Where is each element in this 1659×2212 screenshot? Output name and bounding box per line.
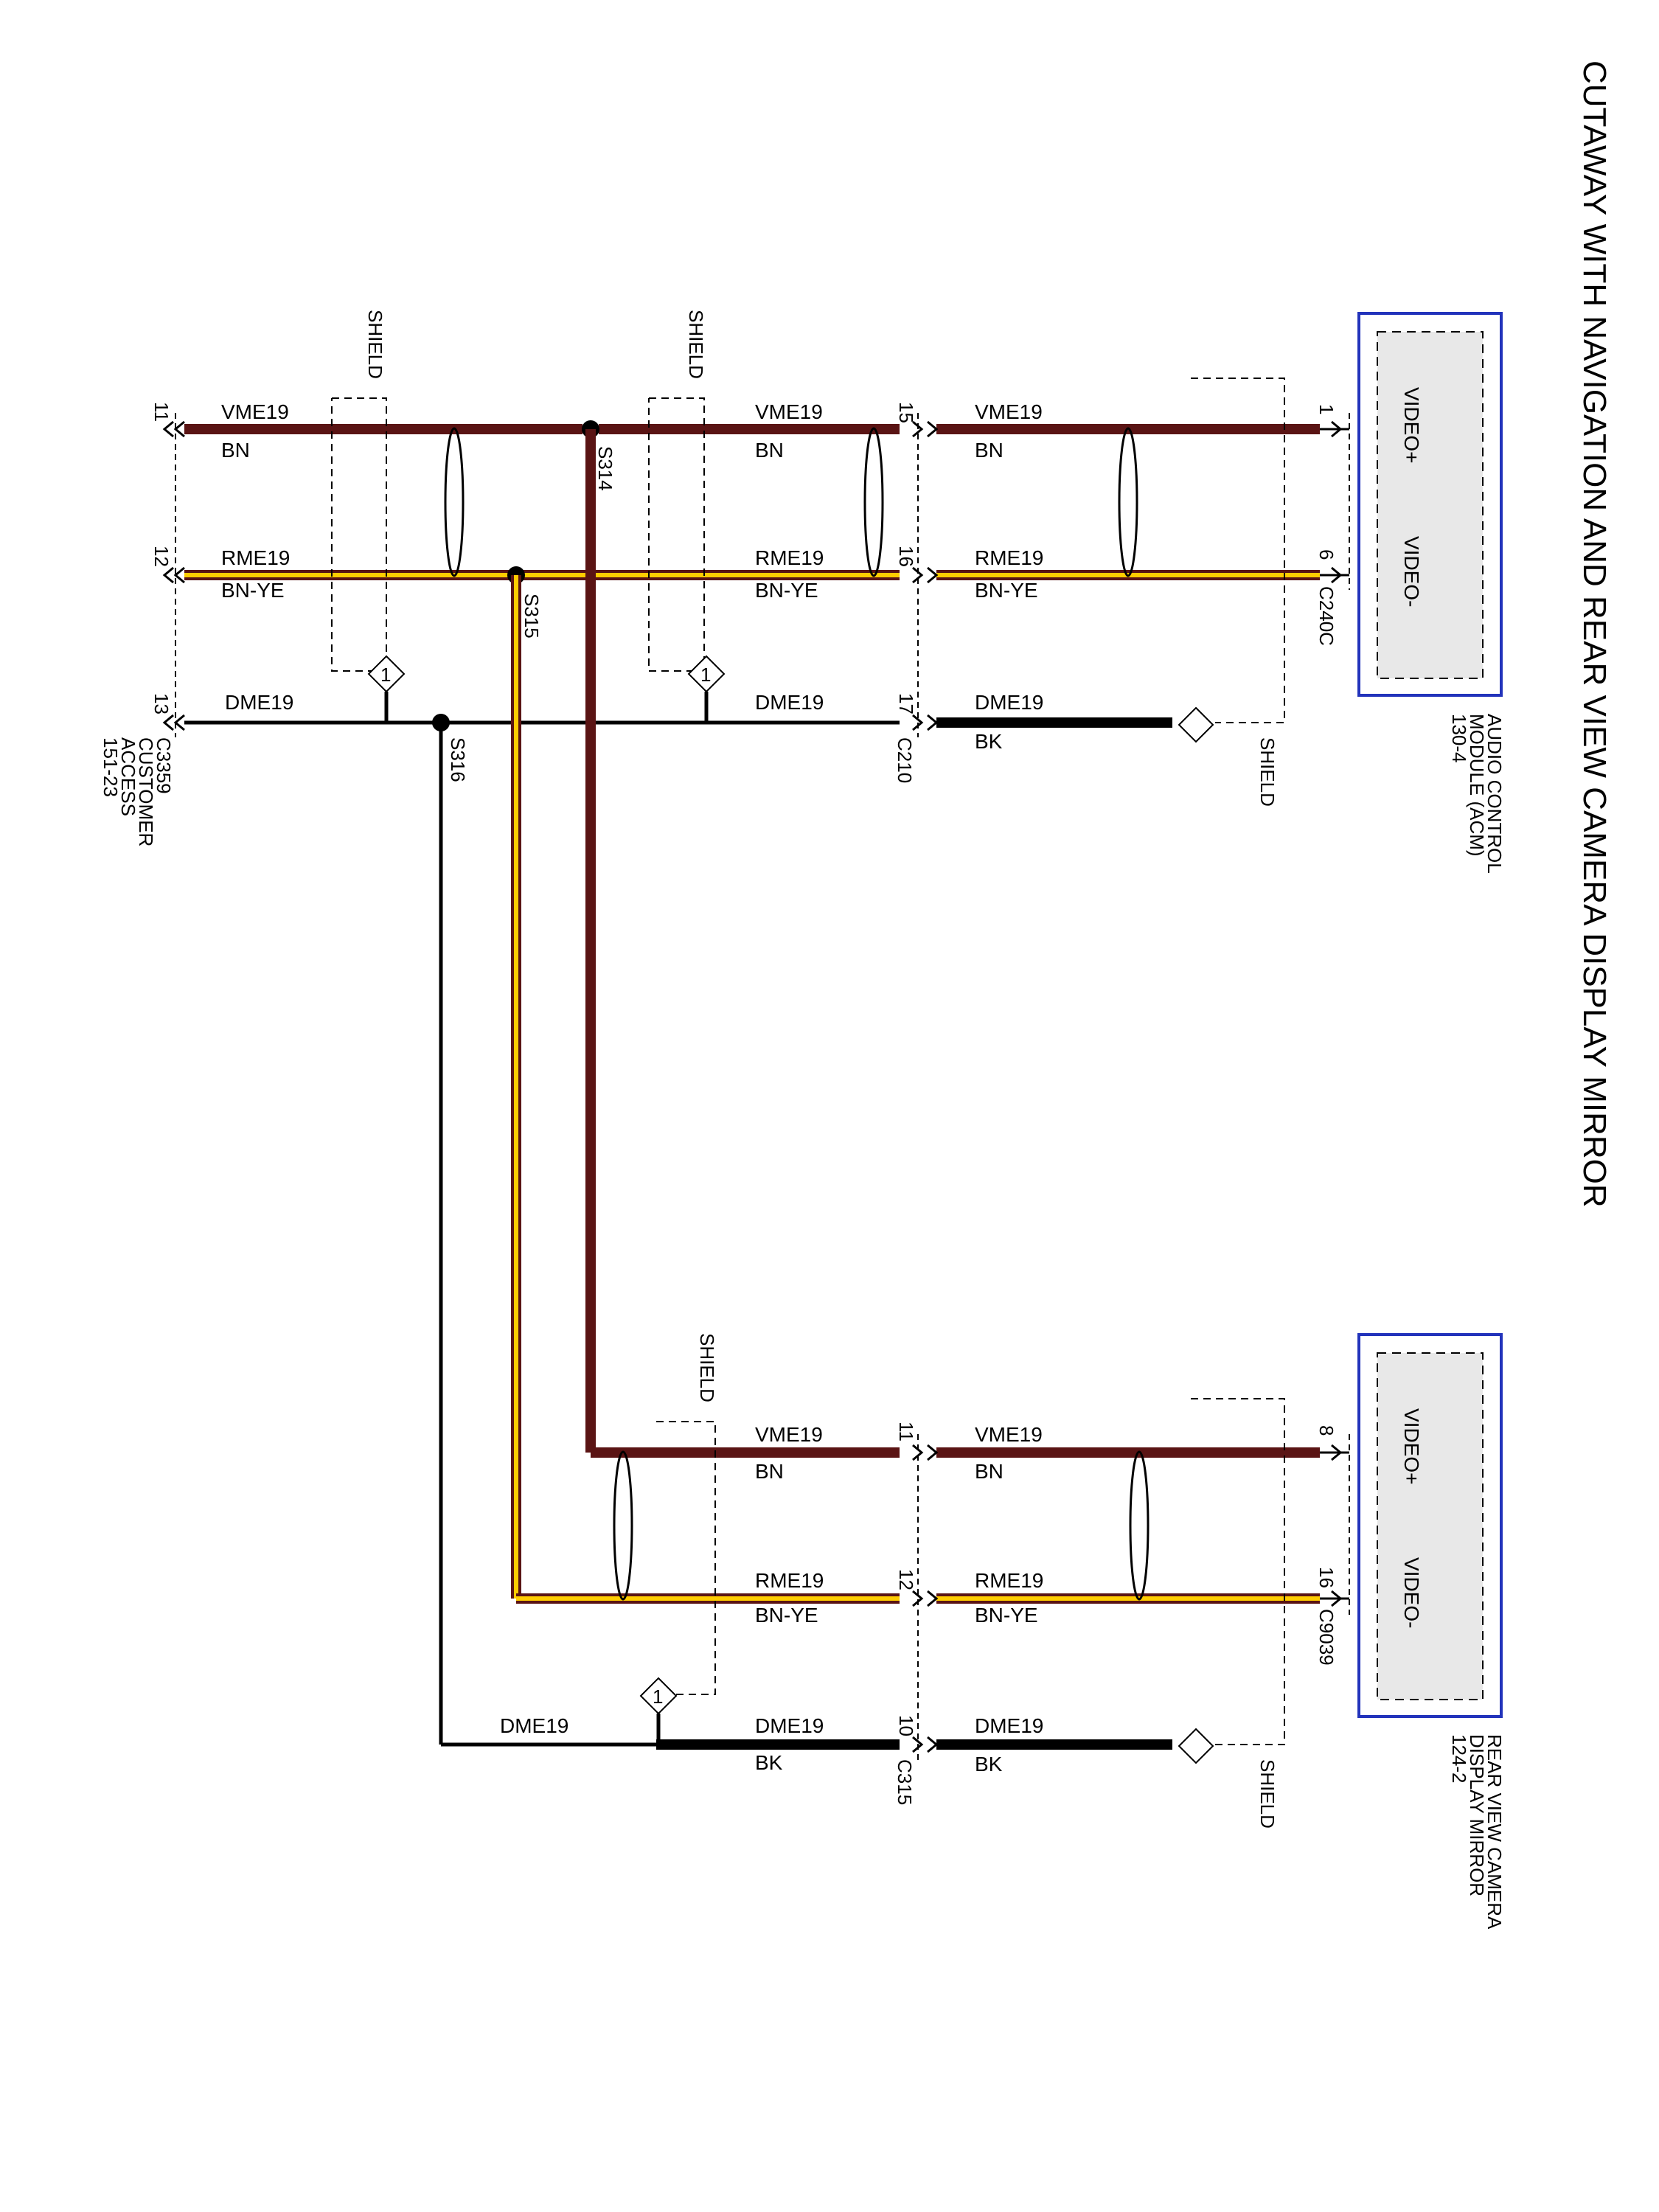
shield-label: SHIELD [364, 310, 386, 379]
svg-text:RME19: RME19 [221, 546, 290, 569]
c3359-line4: 151-23 [100, 737, 122, 797]
mirror-name-line3: 124-2 [1448, 1734, 1470, 1784]
connector-c3359 [162, 413, 185, 737]
svg-text:BN-YE: BN-YE [975, 1604, 1038, 1627]
svg-text:BK: BK [755, 1751, 783, 1774]
c3359-line3: ACCESS [117, 737, 139, 816]
svg-text:BK: BK [975, 1753, 1003, 1775]
svg-text:BN: BN [755, 1460, 784, 1483]
svg-text:DME19: DME19 [225, 691, 293, 714]
shield-label: SHIELD [685, 310, 707, 379]
splice-s314: S314 [594, 446, 616, 491]
mirror-name-line1: REAR VIEW CAMERA [1484, 1734, 1506, 1930]
shield-number: 1 [380, 664, 391, 686]
acm-module: VIDEO+ VIDEO- [1357, 312, 1503, 697]
mirror-pin-8-label: VIDEO+ [1400, 1408, 1423, 1484]
twisted-pair-markers-bottom [613, 1450, 1150, 1601]
acm-pin-1: 1 [1315, 404, 1338, 414]
svg-text:BN: BN [975, 439, 1004, 462]
top-wire-labels: VME19 BN RME19 BN-YE DME19 BK VME19 BN R… [221, 400, 1043, 753]
splice-s316: S316 [447, 737, 469, 782]
svg-text:RME19: RME19 [755, 1569, 824, 1592]
c315-pin-10: 10 [895, 1715, 917, 1736]
svg-text:DME19: DME19 [755, 1714, 824, 1737]
shield-bottom-mid: 1 [639, 1421, 716, 1745]
c3359-pin-11: 11 [150, 402, 173, 422]
svg-text:VME19: VME19 [975, 400, 1043, 423]
c210-pin-16: 16 [895, 546, 917, 567]
mirror-pin-16: 16 [1315, 1567, 1338, 1588]
svg-text:DME19: DME19 [975, 1714, 1043, 1737]
acm-pin-1-label: VIDEO+ [1400, 387, 1423, 463]
mirror-name-line2: DISPLAY MIRROR [1466, 1734, 1488, 1896]
acm-connector: C240C [1315, 586, 1338, 646]
shield-label: SHIELD [1256, 1759, 1279, 1829]
svg-text:DME19: DME19 [755, 691, 824, 714]
svg-text:BK: BK [975, 730, 1003, 753]
connector-c315 [912, 1434, 939, 1762]
connector-c210 [912, 413, 939, 737]
mirror-module: VIDEO+ VIDEO- [1357, 1333, 1503, 1718]
c3359-pin-12: 12 [150, 546, 173, 567]
svg-text:RME19: RME19 [975, 1569, 1043, 1592]
c210-pin-15: 15 [895, 402, 917, 423]
svg-text:VME19: VME19 [975, 1423, 1043, 1446]
svg-text:BN: BN [975, 1460, 1004, 1483]
c210-label: C210 [894, 737, 916, 783]
shield-number: 1 [653, 1686, 663, 1708]
acm-name-line3: 130-4 [1448, 714, 1470, 763]
acm-name-line2: MODULE (ACM) [1466, 714, 1488, 857]
acm-name-line1: AUDIO CONTROL [1484, 714, 1506, 874]
svg-text:RME19: RME19 [755, 546, 824, 569]
svg-text:BN: BN [755, 439, 784, 462]
svg-text:BN-YE: BN-YE [221, 579, 285, 602]
svg-text:RME19: RME19 [975, 546, 1043, 569]
acm-pin-6: 6 [1315, 549, 1338, 560]
shield-top-left: 1 [331, 397, 406, 723]
mirror-connector: C9039 [1315, 1609, 1338, 1666]
top-wires [184, 413, 1350, 728]
splice-s315: S315 [521, 594, 543, 639]
c315-pin-12: 12 [895, 1569, 917, 1590]
svg-text:DME19: DME19 [500, 1714, 568, 1737]
shield-top-mid: 1 [648, 397, 726, 723]
svg-text:BN-YE: BN-YE [755, 1604, 818, 1627]
acm-pin-6-label: VIDEO- [1400, 536, 1423, 607]
c3359-line1: C3359 [153, 737, 175, 794]
svg-text:BN: BN [221, 439, 250, 462]
shield-label: SHIELD [1256, 737, 1279, 807]
svg-text:BN-YE: BN-YE [975, 579, 1038, 602]
shield-mirror [1178, 1398, 1285, 1764]
diagram-title: CUTAWAY WITH NAVIGATION AND REAR VIEW CA… [1576, 60, 1613, 1208]
acm-module-name: AUDIO CONTROL MODULE (ACM) 130-4 [1448, 714, 1506, 874]
c315-label: C315 [894, 1759, 916, 1805]
svg-text:DME19: DME19 [975, 691, 1043, 714]
mirror-pin-16-label: VIDEO- [1400, 1557, 1423, 1628]
c3359-pin-13: 13 [150, 693, 173, 714]
bottom-wire-labels: VME19 BN RME19 BN-YE DME19 BK VME19 BN R… [500, 1423, 1043, 1775]
shield-acm [1178, 378, 1285, 743]
svg-text:VME19: VME19 [755, 400, 823, 423]
shield-label: SHIELD [696, 1333, 718, 1402]
mirror-module-name: REAR VIEW CAMERA DISPLAY MIRROR 124-2 [1448, 1734, 1506, 1930]
svg-text:VME19: VME19 [755, 1423, 823, 1446]
c210-pin-17: 17 [895, 693, 917, 714]
svg-text:BN-YE: BN-YE [755, 579, 818, 602]
c3359-line2: CUSTOMER [135, 737, 157, 846]
shield-number: 1 [700, 664, 711, 686]
svg-text:VME19: VME19 [221, 400, 289, 423]
bottom-wires [441, 1434, 1350, 1750]
c315-pin-11: 11 [895, 1422, 917, 1441]
mirror-pin-8: 8 [1315, 1425, 1338, 1436]
vertical-runs [439, 429, 596, 1745]
twisted-pair-markers-top [444, 427, 1138, 577]
